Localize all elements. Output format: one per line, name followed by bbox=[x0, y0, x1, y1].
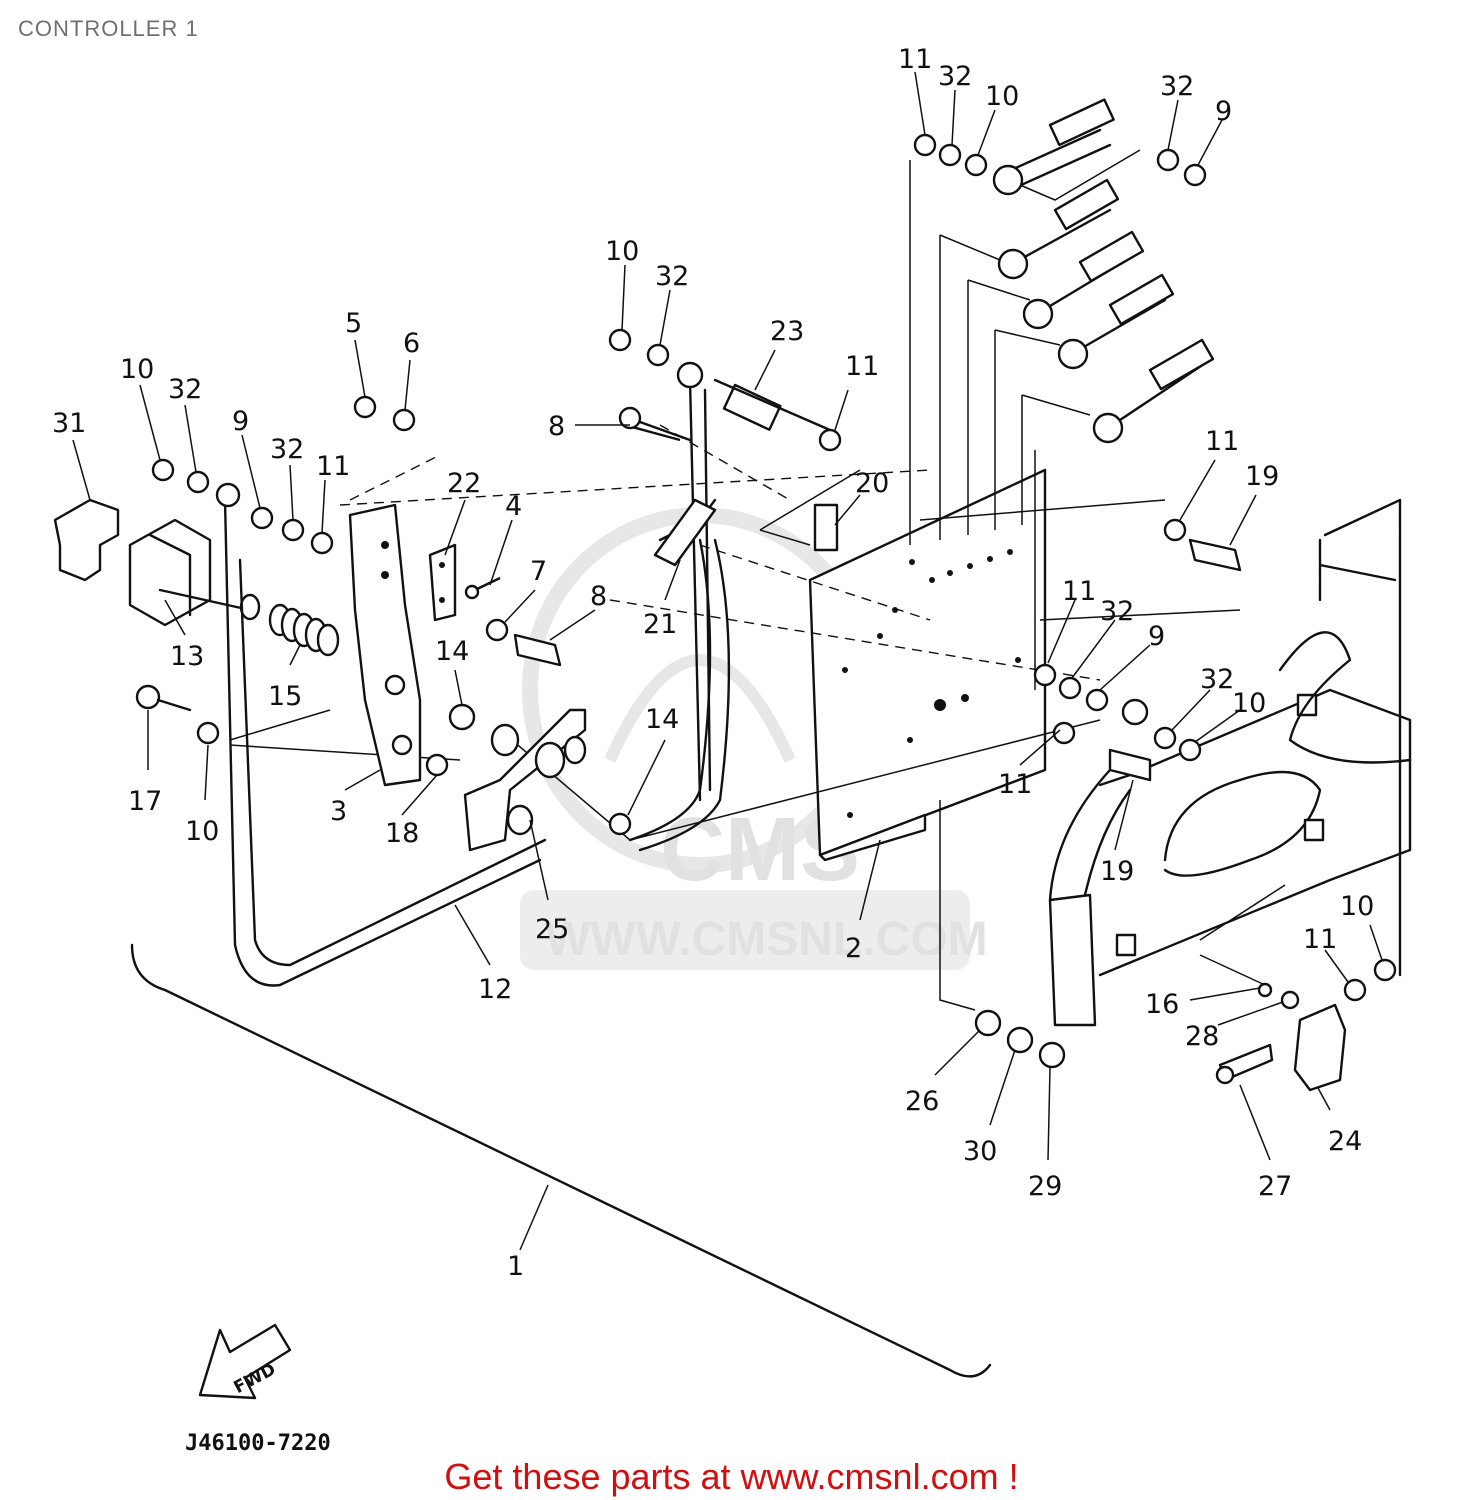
rod-linkages bbox=[992, 98, 1215, 444]
callout-32: 32 bbox=[1100, 596, 1134, 627]
callout-10: 10 bbox=[120, 354, 154, 385]
promo-link-text[interactable]: Get these parts at www.cmsnl.com ! bbox=[444, 1456, 1019, 1497]
callout-8: 8 bbox=[590, 581, 607, 612]
callout-10: 10 bbox=[985, 81, 1019, 112]
fwd-arrow: FWD bbox=[198, 1323, 292, 1400]
right-housing bbox=[1048, 498, 1412, 1027]
reference-code: J46100-7220 bbox=[185, 1431, 331, 1456]
watermark-url-text: WWW.CMSNL.COM bbox=[545, 913, 988, 966]
callout-32: 32 bbox=[1200, 664, 1234, 695]
watermark: CMS WWW.CMSNL.COM bbox=[520, 507, 988, 970]
callout-32: 32 bbox=[655, 261, 689, 292]
rod bbox=[215, 482, 547, 987]
fasteners bbox=[135, 133, 1397, 1092]
callout-10: 10 bbox=[605, 236, 639, 267]
spring bbox=[268, 603, 340, 657]
callout-27: 27 bbox=[1258, 1171, 1292, 1202]
callout-16: 16 bbox=[1145, 989, 1179, 1020]
callout-5: 5 bbox=[345, 308, 362, 339]
callout-11: 11 bbox=[898, 44, 932, 75]
callout-7: 7 bbox=[530, 556, 547, 587]
callout-17: 17 bbox=[128, 786, 162, 817]
callout-11: 11 bbox=[998, 769, 1032, 800]
callout-14: 14 bbox=[435, 636, 469, 667]
callout-32: 32 bbox=[938, 61, 972, 92]
lower-bracket bbox=[463, 708, 587, 852]
callout-1: 1 bbox=[507, 1251, 524, 1282]
callout-12: 12 bbox=[478, 974, 512, 1005]
callout-13: 13 bbox=[170, 641, 204, 672]
callout-9: 9 bbox=[232, 406, 249, 437]
bracket-and-frame bbox=[53, 498, 261, 627]
callout-20: 20 bbox=[855, 468, 889, 499]
callout-11: 11 bbox=[316, 451, 350, 482]
callout-24: 24 bbox=[1328, 1126, 1362, 1157]
callout-32: 32 bbox=[1160, 71, 1194, 102]
page-title: CONTROLLER 1 bbox=[18, 16, 199, 41]
callout-32: 32 bbox=[168, 374, 202, 405]
callout-30: 30 bbox=[963, 1136, 997, 1167]
callout-31: 31 bbox=[52, 408, 86, 439]
callout-10: 10 bbox=[1340, 891, 1374, 922]
callout-28: 28 bbox=[1185, 1021, 1219, 1052]
callout-15: 15 bbox=[268, 681, 302, 712]
base-frame bbox=[130, 943, 992, 1378]
callout-10: 10 bbox=[185, 816, 219, 847]
callout-32: 32 bbox=[270, 434, 304, 465]
callout-4: 4 bbox=[505, 491, 522, 522]
callout-labels: 11 32 10 32 9 10 32 23 11 5 6 10 32 31 9… bbox=[52, 44, 1374, 1282]
callout-11: 11 bbox=[1303, 924, 1337, 955]
callout-9: 9 bbox=[1215, 96, 1232, 127]
callout-25: 25 bbox=[535, 914, 569, 945]
callout-6: 6 bbox=[403, 328, 420, 359]
callout-2: 2 bbox=[845, 933, 862, 964]
callout-19: 19 bbox=[1100, 856, 1134, 887]
callout-21: 21 bbox=[643, 609, 677, 640]
callout-11: 11 bbox=[1062, 576, 1096, 607]
callout-19: 19 bbox=[1245, 461, 1279, 492]
callout-18: 18 bbox=[385, 818, 419, 849]
callout-10: 10 bbox=[1232, 688, 1266, 719]
lever-assembly bbox=[348, 503, 457, 787]
callout-23: 23 bbox=[770, 316, 804, 347]
callout-26: 26 bbox=[905, 1086, 939, 1117]
callout-14: 14 bbox=[645, 704, 679, 735]
callout-11: 11 bbox=[845, 351, 879, 382]
callout-leaders bbox=[72, 71, 1383, 1251]
callout-11: 11 bbox=[1205, 426, 1239, 457]
upper-rod bbox=[628, 361, 832, 852]
callout-9: 9 bbox=[1148, 621, 1165, 652]
callout-3: 3 bbox=[330, 796, 347, 827]
callout-8: 8 bbox=[548, 411, 565, 442]
callout-22: 22 bbox=[447, 468, 481, 499]
callout-29: 29 bbox=[1028, 1171, 1062, 1202]
main-plate bbox=[808, 468, 1047, 862]
